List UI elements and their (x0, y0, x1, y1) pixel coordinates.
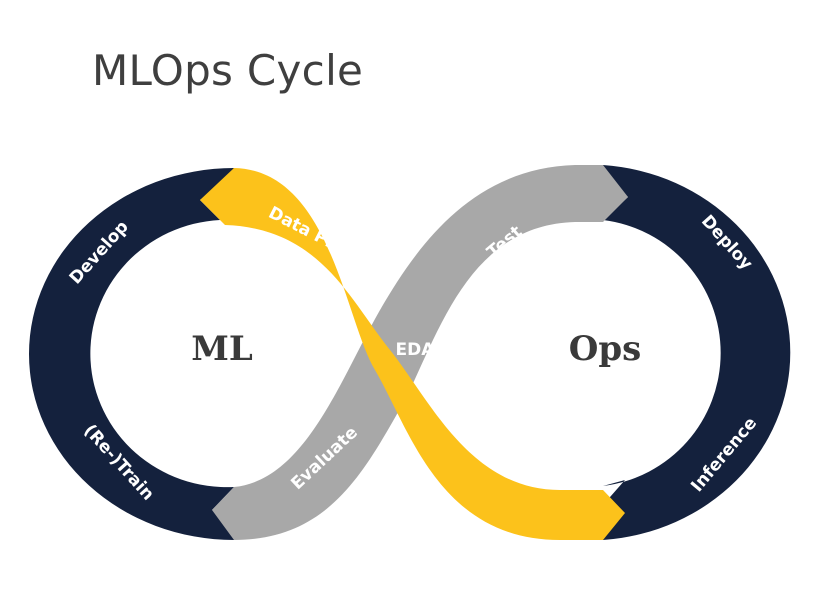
ops-loop-arc (603, 165, 791, 540)
page-title: MLOps Cycle (92, 46, 364, 95)
gray-band (212, 165, 628, 540)
ops-loop-label: Ops (569, 329, 642, 369)
ml-loop-label: ML (191, 329, 253, 369)
ml-loop-arc (29, 168, 234, 540)
yellow-band (200, 168, 625, 540)
stage-label-eda: EDA (396, 340, 436, 360)
